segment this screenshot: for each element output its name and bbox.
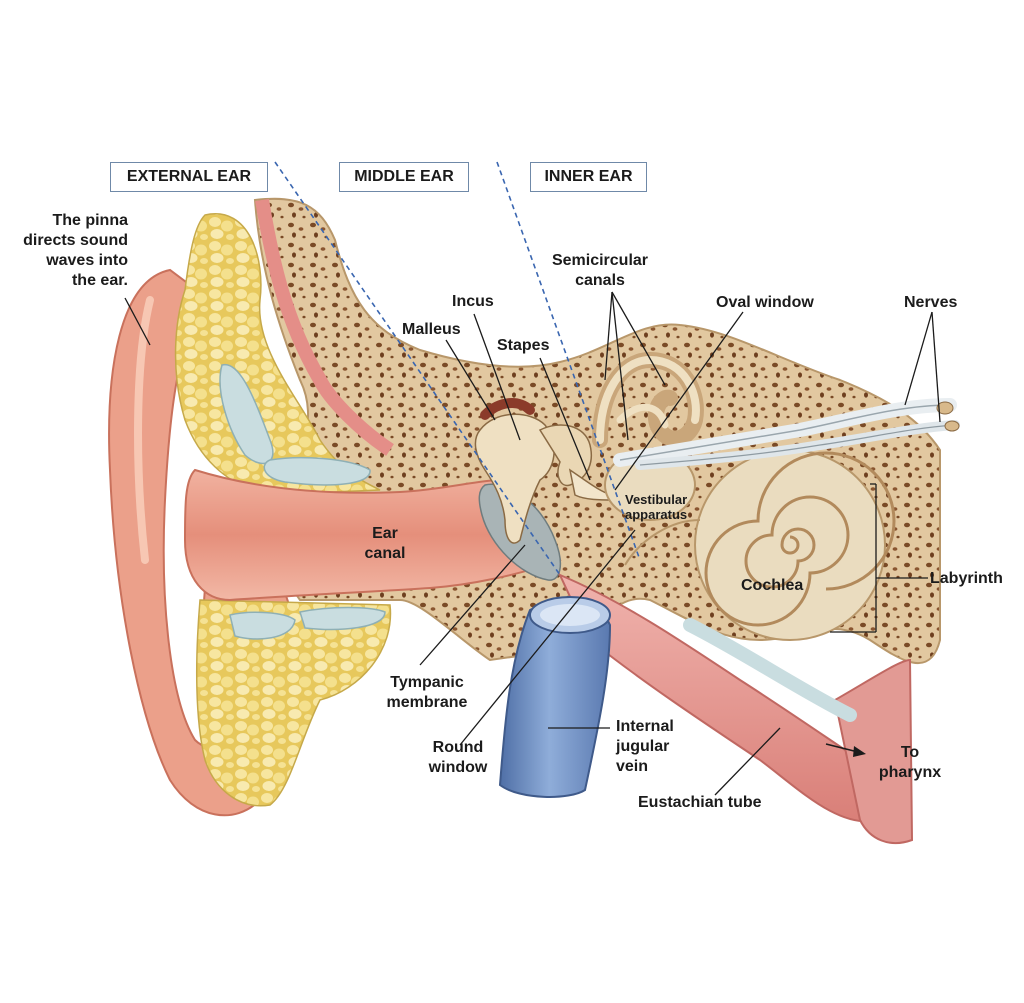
vestibular-apparatus-label: Vestibular apparatus [625, 492, 687, 522]
pinna-caption-line4: the ear. [71, 272, 128, 289]
nerve-bundle [613, 398, 960, 470]
pinna-caption: The pinna directs sound waves into the e… [16, 211, 128, 291]
jugular-line2: jugular [616, 738, 670, 755]
external-ear-label: EXTERNAL EAR [126, 168, 252, 185]
semicircular-line1: Semicircular [551, 252, 649, 269]
ear-canal-shape [183, 468, 562, 602]
ear-canal-line2: canal [364, 545, 406, 562]
pharynx-line1: To [900, 744, 920, 761]
jugular-line3: vein [616, 758, 649, 775]
stapes-label: Stapes [497, 337, 550, 354]
round-window-line2: window [428, 759, 488, 776]
pinna-caption-line1: The pinna [16, 211, 128, 231]
middle-ear-label: MIDDLE EAR [354, 168, 454, 185]
tympanic-membrane-label: Tympanic membrane [372, 673, 482, 713]
vestibular-line2: apparatus [625, 507, 688, 522]
vestibular-line1: Vestibular [625, 492, 688, 507]
round-window-label: Round window [418, 738, 498, 778]
internal-jugular-vein-shape [498, 596, 612, 798]
malleus-label: Malleus [402, 321, 461, 338]
fatty-tissue-lower [195, 599, 392, 807]
tympanic-line2: membrane [386, 694, 468, 711]
tympanic-line1: Tympanic [390, 674, 464, 691]
internal-jugular-vein-label: Internal jugular vein [616, 717, 674, 777]
eustachian-tube-label: Eustachian tube [638, 794, 762, 811]
ossicles [474, 398, 617, 544]
round-window-line1: Round [432, 739, 484, 756]
cochlea-label: Cochlea [741, 577, 804, 594]
inner-ear-label: INNER EAR [544, 168, 633, 185]
pharynx-arrow [825, 743, 866, 757]
pinna-caption-bold: pinna [85, 212, 128, 229]
inner-ear-box: INNER EAR [530, 162, 647, 192]
fatty-tissue-upper [174, 213, 381, 496]
to-pharynx-label: To pharynx [865, 743, 955, 783]
middle-ear-box: MIDDLE EAR [339, 162, 469, 192]
pharynx-line2: pharynx [878, 764, 942, 781]
jugular-line1: Internal [616, 718, 674, 735]
nerves-label: Nerves [904, 294, 958, 311]
ear-canal-label: Ear canal [345, 524, 425, 564]
skin-layer [255, 198, 394, 456]
leader-lines [124, 291, 941, 796]
semicircular-canals-label: Semicircular canals [535, 251, 665, 291]
labyrinth-label: Labyrinth [930, 570, 1003, 587]
semicircular-line2: canals [575, 272, 625, 289]
region-dividers [274, 161, 641, 576]
pinna-caption-line2: directs sound [23, 232, 128, 249]
eustachian-tube-shape [558, 573, 914, 845]
oval-window-label: Oval window [716, 294, 814, 311]
incus-label: Incus [452, 293, 494, 310]
ear-canal-line1: Ear [372, 525, 398, 542]
cartilage [219, 363, 386, 640]
external-ear-box: EXTERNAL EAR [110, 162, 268, 192]
pinna-caption-prefix: The [52, 212, 86, 229]
pinna-caption-line3: waves into [46, 252, 128, 269]
vestibular-system [592, 351, 704, 521]
